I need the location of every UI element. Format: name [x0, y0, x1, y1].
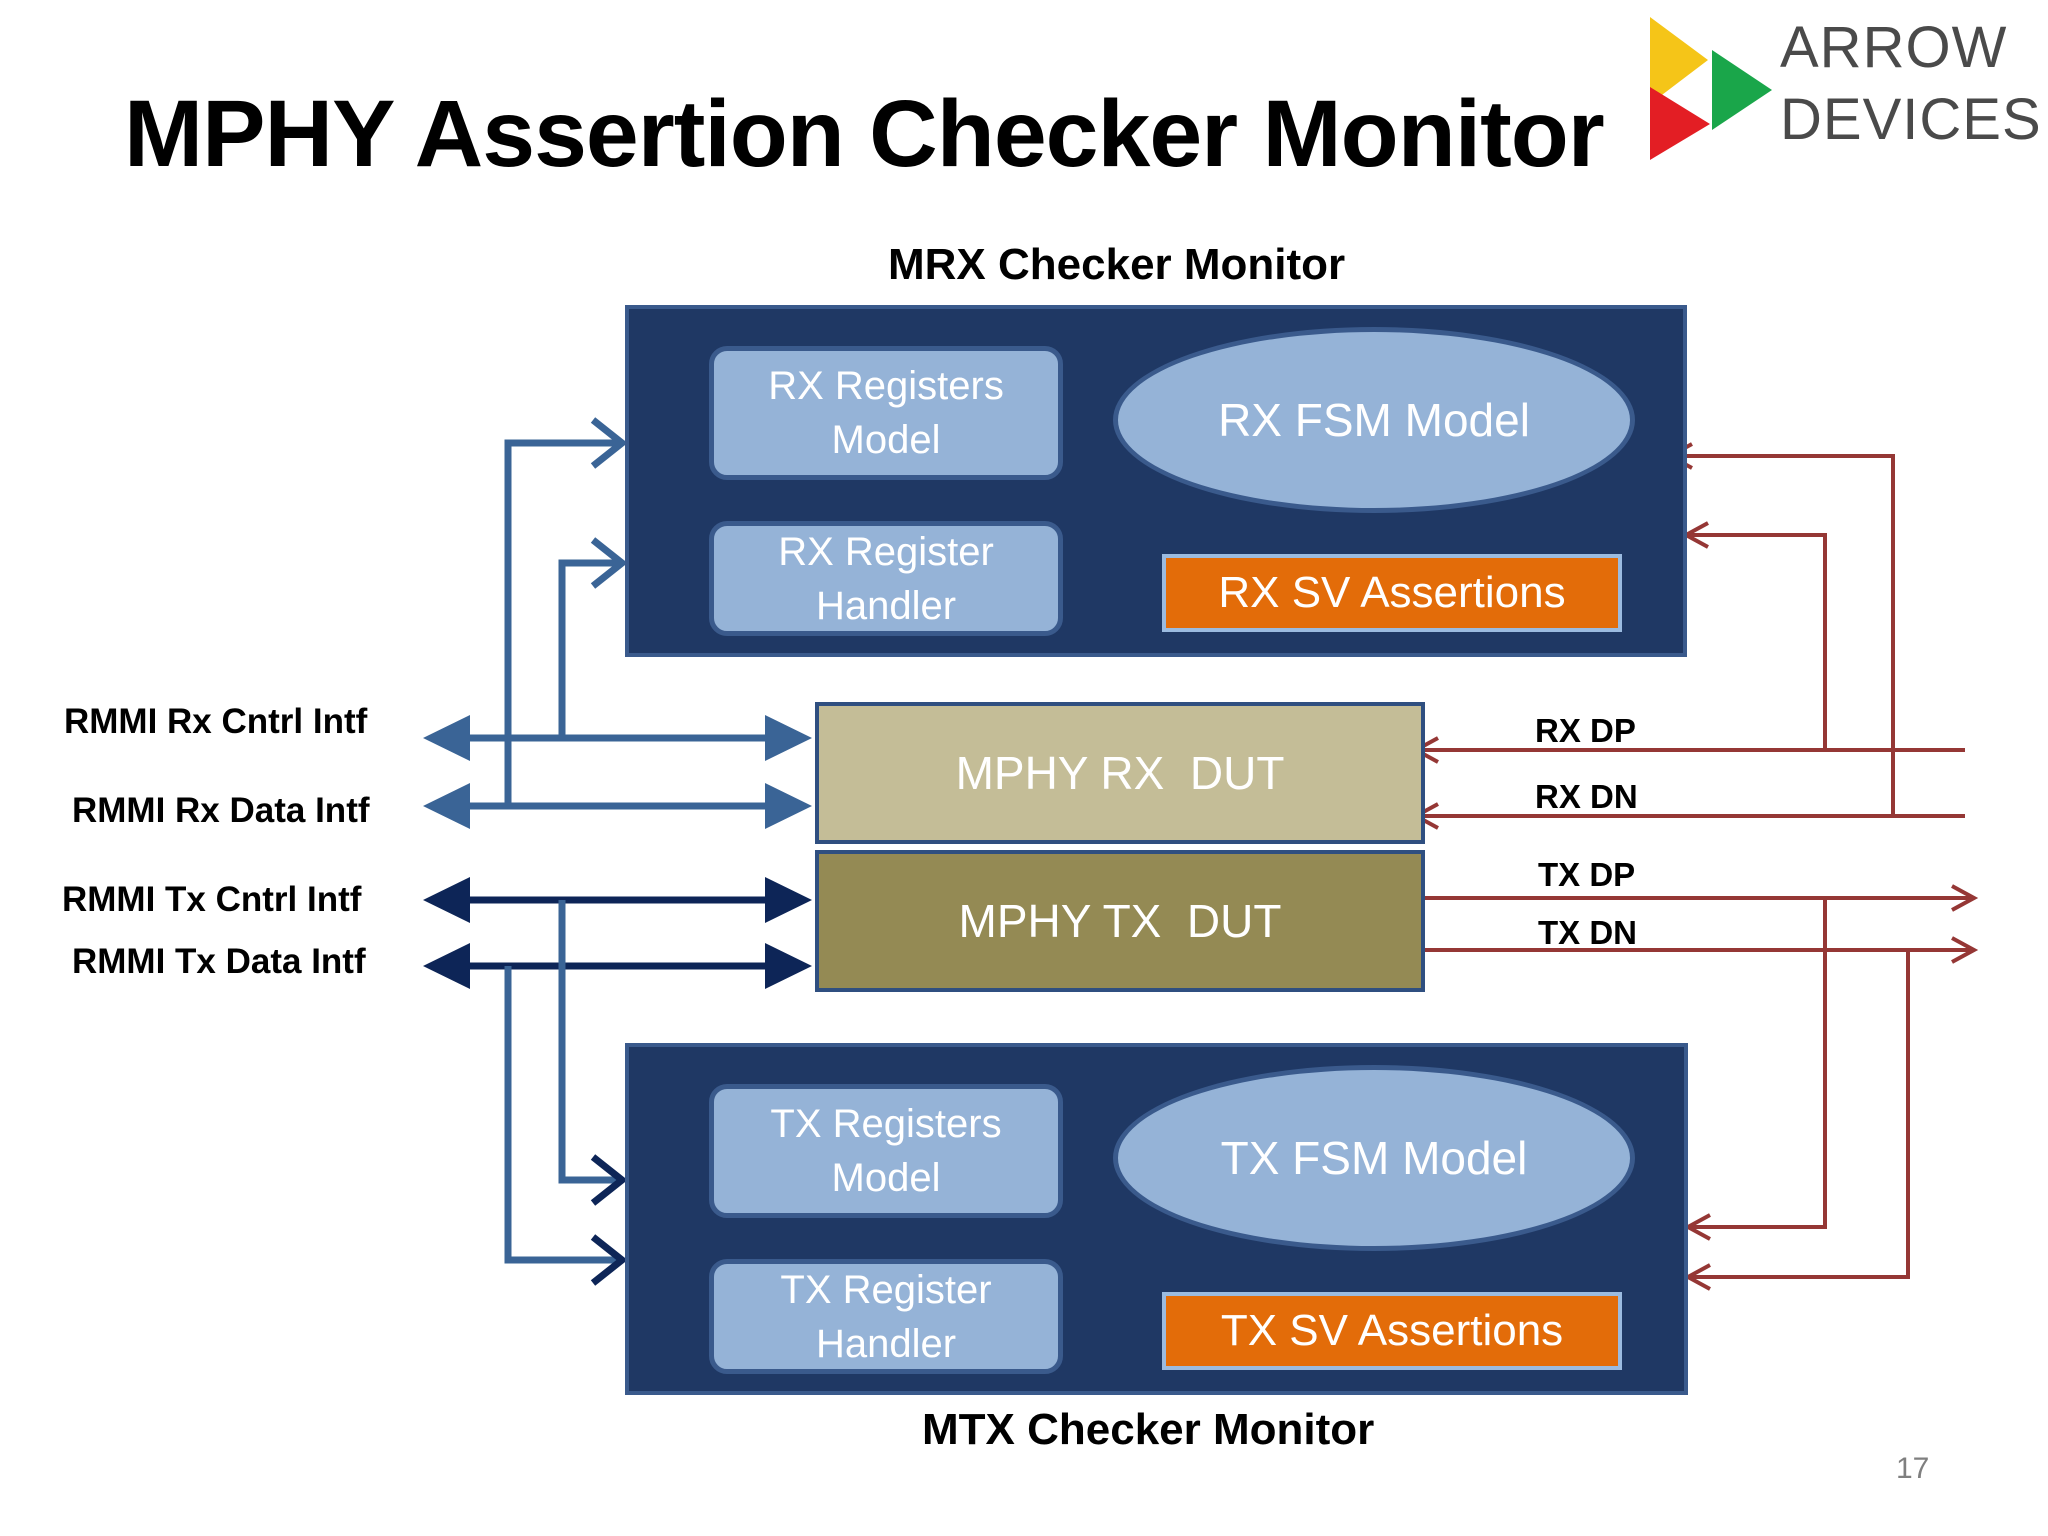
- tx-sv-assertions: TX SV Assertions: [1162, 1292, 1622, 1370]
- tx-dn-label: TX DN: [1538, 914, 1637, 951]
- tx-data-bus: [423, 943, 812, 989]
- rx-dn-label: RX DN: [1535, 778, 1638, 815]
- mrx-monitor-label: MRX Checker Monitor: [888, 240, 1346, 289]
- logo-yellow-triangle: [1650, 17, 1708, 104]
- mtx-checker-monitor: TX Registers Model TX Register Handler T…: [625, 1043, 1688, 1395]
- page-number: 17: [1896, 1452, 1930, 1485]
- logo-text-line1: ARROW: [1780, 15, 2008, 80]
- logo-red-triangle: [1650, 87, 1710, 160]
- rx-register-handler: RX Register Handler: [709, 521, 1063, 636]
- tx-registers-model: TX Registers Model: [709, 1084, 1063, 1218]
- mtx-monitor-label: MTX Checker Monitor: [922, 1405, 1375, 1454]
- rmmi-tx-cntrl-label: RMMI Tx Cntrl Intf: [62, 880, 362, 919]
- rmmi-tx-data-label: RMMI Tx Data Intf: [72, 942, 366, 981]
- tx-cntrl-bus: [423, 877, 812, 923]
- page-title: MPHY Assertion Checker Monitor: [124, 81, 1605, 187]
- rx-fsm-model: RX FSM Model: [1113, 327, 1635, 513]
- mphy-tx-dut: MPHY TX DUT: [815, 850, 1425, 992]
- tx-register-handler: TX Register Handler: [709, 1259, 1063, 1374]
- rmmi-rx-data-label: RMMI Rx Data Intf: [72, 791, 370, 830]
- rx-data-bus: [423, 783, 812, 829]
- rx-sv-assertions: RX SV Assertions: [1162, 554, 1622, 632]
- mrx-checker-monitor: RX Registers Model RX Register Handler R…: [625, 305, 1687, 657]
- rx-cntrl-bus: [423, 715, 812, 761]
- logo-green-triangle: [1712, 50, 1772, 130]
- tx-dp-label: TX DP: [1538, 856, 1636, 893]
- mphy-rx-dut: MPHY RX DUT: [815, 702, 1425, 844]
- tx-tap-to-mtx: [504, 900, 628, 1286]
- rx-tap-to-mrx: [504, 417, 628, 806]
- tx-fsm-model: TX FSM Model: [1113, 1065, 1635, 1251]
- serial-lines: [1411, 442, 1979, 1291]
- rmmi-rx-cntrl-label: RMMI Rx Cntrl Intf: [64, 702, 368, 741]
- rx-dp-label: RX DP: [1535, 712, 1636, 749]
- rx-registers-model: RX Registers Model: [709, 346, 1063, 480]
- logo-text-line2: DEVICES: [1780, 87, 2042, 152]
- arrow-devices-logo: [1650, 17, 1772, 160]
